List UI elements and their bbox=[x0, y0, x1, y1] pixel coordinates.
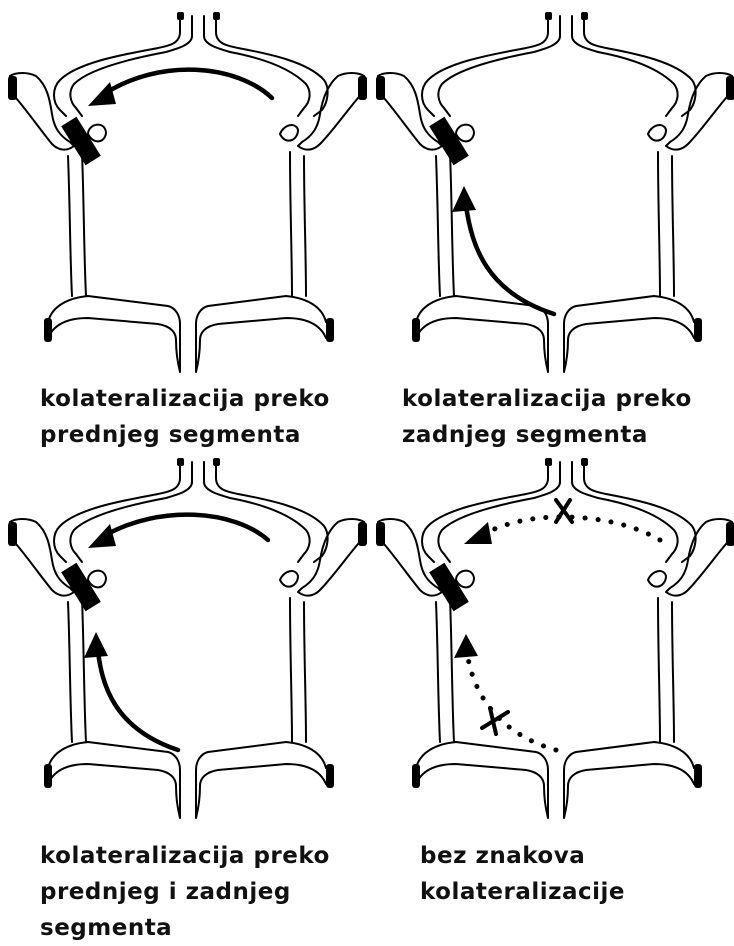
diagram-both-collateral bbox=[8, 452, 368, 824]
caption-no-collateral: bez znakova kolateralizacije bbox=[420, 838, 625, 910]
vessel-end-caps bbox=[376, 458, 734, 788]
vessel-end-caps bbox=[8, 12, 367, 342]
vessel-end-caps bbox=[376, 12, 734, 342]
blocked-flow-posterior bbox=[454, 634, 556, 750]
caption-anterior-collateral: kolateralizacija preko prednjeg segmenta bbox=[40, 381, 330, 453]
diagram-anterior-collateral bbox=[8, 6, 368, 378]
panel-posterior-collateral bbox=[376, 6, 734, 378]
diagram-posterior-collateral bbox=[376, 6, 734, 378]
collateral-flow-arrow-posterior bbox=[452, 186, 554, 314]
collateral-flow-arrow-posterior bbox=[84, 632, 178, 750]
diagram-no-collateral bbox=[376, 452, 734, 824]
vessel-end-caps bbox=[8, 458, 367, 788]
circle-of-willis-vessels bbox=[377, 462, 733, 818]
panel-no-collateral bbox=[376, 452, 734, 824]
collateral-flow-arrow-anterior bbox=[88, 70, 272, 106]
panel-anterior-collateral bbox=[8, 6, 368, 378]
collateral-flow-arrow-anterior bbox=[88, 515, 268, 548]
circle-of-willis-vessels bbox=[377, 16, 733, 372]
caption-both-collateral: kolateralizacija preko prednjeg i zadnje… bbox=[40, 838, 330, 946]
panel-both-collateral bbox=[8, 452, 368, 824]
caption-posterior-collateral: kolateralizacija preko zadnjeg segmenta bbox=[402, 381, 692, 453]
